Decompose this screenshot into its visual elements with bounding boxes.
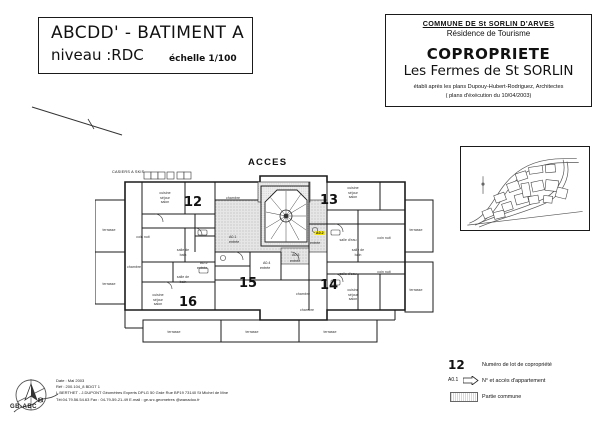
floor-plan-drawing: [95, 171, 434, 343]
title-block: ABCDD' - BATIMENT A niveau :RDC échelle …: [38, 17, 253, 74]
room-label-terrasse-bottom-1: terrasse: [167, 330, 181, 334]
access-marker-a05-sub: entrée: [197, 266, 208, 270]
room-label-terrasse-right-1: terrasse: [409, 228, 423, 232]
room-label-salle-bain-15: salle de bain: [351, 248, 365, 257]
access-marker-a04: A0.4: [263, 261, 271, 265]
legend: 12 Numéro de lot de copropriété A0.1 N° …: [448, 358, 596, 406]
room-label-terrasse-bottom-2: terrasse: [245, 330, 259, 334]
property-name: Les Fermes de St SORLIN: [403, 63, 574, 79]
room-label-terrasse-bottom-3: terrasse: [323, 330, 337, 334]
access-marker-a02-sub: entrée: [310, 241, 321, 245]
room-label-coin-nuit-12: coin nuit: [136, 235, 150, 239]
lot-number-14: 14: [320, 278, 339, 293]
footer-reference: Réf : 200.104_8 BDGT 1: [56, 384, 100, 390]
lot-number-15: 15: [239, 276, 258, 291]
room-label-cuisine-16: cuisine séjour salon: [152, 293, 164, 307]
compass-drawing: [13, 379, 59, 413]
room-label-terrasse-right-2: terrasse: [409, 288, 423, 292]
site-map-drawing: [467, 158, 583, 228]
acces-label: ACCES: [248, 157, 288, 168]
legend-row-common: Partie commune: [448, 390, 596, 406]
lot-number-12: 12: [184, 195, 203, 210]
floor-plan: [95, 170, 435, 348]
lot-number-13: 13: [320, 193, 339, 208]
site-map-inset: [460, 146, 590, 231]
access-marker-a03-sub: entrée: [290, 259, 301, 263]
access-marker-a05: A0.5: [200, 261, 208, 265]
legend-common-text: Partie commune: [482, 394, 522, 400]
arrow-icon: [463, 376, 479, 385]
drawing-scale: échelle 1/100: [169, 54, 237, 64]
commune-name: COMMUNE DE St SORLIN D'ARVES: [422, 19, 555, 28]
legend-lot-text: Numéro de lot de copropriété: [482, 362, 552, 368]
room-label-salle-eau-14: salle d'eau: [339, 272, 357, 276]
room-label-salle-bain-12: salle de bain: [176, 248, 190, 257]
room-label-terrasse-left-1: terrasse: [102, 228, 116, 232]
annotation-pencil-line: [31, 106, 123, 136]
footer-contact: Tél:04.79.56.54.63 Fax : 04-79-59-21-49 …: [56, 396, 200, 402]
header-block: COMMUNE DE St SORLIN D'ARVES Résidence d…: [385, 14, 592, 107]
lot-number-16: 16: [179, 295, 198, 310]
room-label-coin-nuit-14: coin nuit: [377, 270, 391, 274]
room-label-chambre-14: chambre: [300, 308, 314, 312]
access-marker-a01-sub: entrée: [229, 240, 240, 244]
copropriete-heading: COPROPRIETE: [426, 45, 551, 63]
room-label-coin-nuit-13: coin nuit: [377, 236, 391, 240]
legend-row-access: A0.1 N° et accès d'appartement: [448, 374, 596, 390]
footer-firm: L.BERTHET - J.DUPONT Géomètres Experts D…: [56, 390, 229, 396]
room-label-chambre-12: chambre: [226, 196, 240, 200]
room-label-cuisine-13: cuisine séjour salon: [347, 186, 359, 200]
residence-type: Résidence de Tourisme: [446, 29, 531, 38]
legend-lot-sample: 12: [448, 358, 465, 372]
drawing-level: niveau :RDC: [51, 46, 144, 64]
room-label-cuisine-12: cuisine séjour salon: [159, 191, 171, 205]
ski-lockers-label: CASIERS A SKIS: [112, 170, 145, 174]
access-marker-a02: A0.2: [315, 231, 325, 235]
room-label-salle-bain-16: salle de bain: [176, 275, 190, 284]
compass-rose-icon: [12, 376, 62, 420]
room-label-cuisine-15: cuisine séjour salon: [347, 288, 359, 302]
room-label-salle-eau-13: salle d'eau: [339, 238, 357, 242]
footer-date: Date : Mai 2003: [56, 378, 85, 383]
legend-access-text: N° et accès d'appartement: [482, 378, 546, 384]
room-label-terrasse-left-2: terrasse: [102, 282, 116, 286]
access-marker-a03: A0.3: [292, 253, 300, 257]
architect-note: établi après les plans Dupouy-Hubert-Rod…: [413, 84, 564, 90]
access-marker-a01: A0.1: [229, 235, 237, 239]
room-label-chambre-16: chambre: [127, 265, 141, 269]
compass-label: GB-ABC: [10, 404, 37, 410]
execution-plan-note: ( plans d'éxécution du 10/04/2003): [445, 93, 532, 99]
drawing-title: ABCDD' - BATIMENT A: [51, 23, 245, 43]
footer-info-block: Date : Mai 2003 Réf : 200.104_8 BDGT 1 L…: [56, 378, 228, 403]
common-area-swatch: [450, 392, 478, 402]
room-label-chambre-15: chambre: [296, 292, 310, 296]
legend-row-lot: 12 Numéro de lot de copropriété: [448, 358, 596, 374]
legend-access-sample: A0.1: [448, 377, 459, 383]
access-marker-a04-sub: entrée: [260, 266, 271, 270]
